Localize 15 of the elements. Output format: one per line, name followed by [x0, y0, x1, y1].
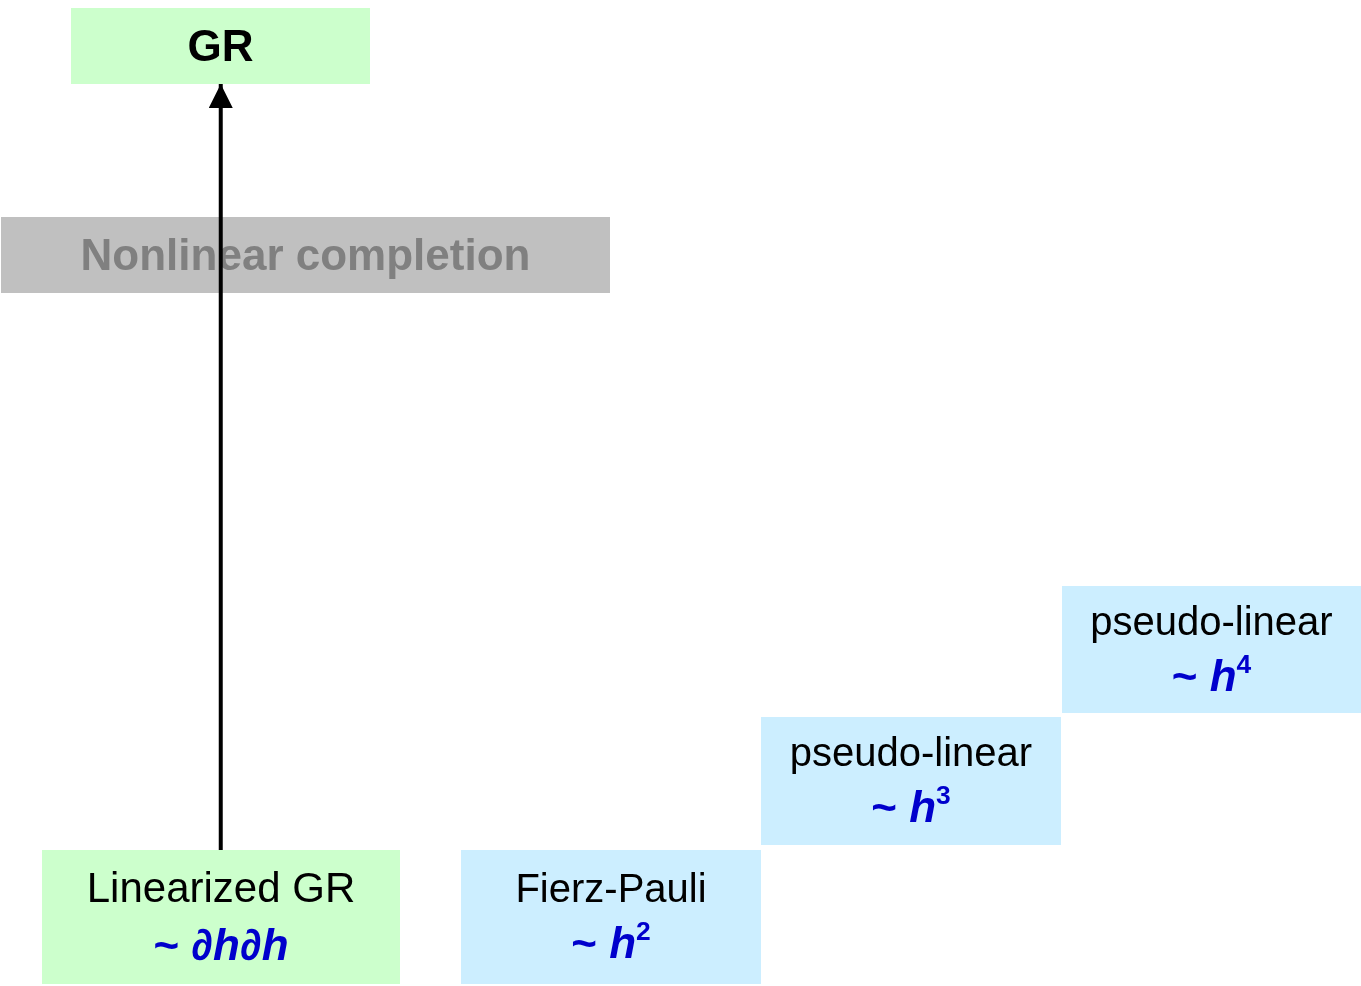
arrow: [208, 84, 233, 850]
theory-box: [42, 850, 400, 984]
theory-name: GR: [187, 20, 254, 73]
theory-box: [1062, 586, 1361, 713]
theory-name: pseudo-linear: [789, 729, 1033, 777]
theory-box: [761, 717, 1061, 845]
order-formula: ~ h$^{4}$: [1171, 647, 1252, 702]
theory-box: [71, 8, 370, 84]
order-formula: ~ ∂h∂h: [153, 918, 289, 971]
theory-name: Fierz-Pauli: [515, 865, 707, 913]
theory-name: pseudo-linear: [1090, 597, 1333, 645]
order-formula: ~ h$^{2}$: [571, 914, 651, 970]
theory-name: Linearized GR: [86, 863, 356, 914]
order-formula: ~ h$^{3}$: [871, 778, 951, 834]
theory-box: [461, 850, 761, 984]
